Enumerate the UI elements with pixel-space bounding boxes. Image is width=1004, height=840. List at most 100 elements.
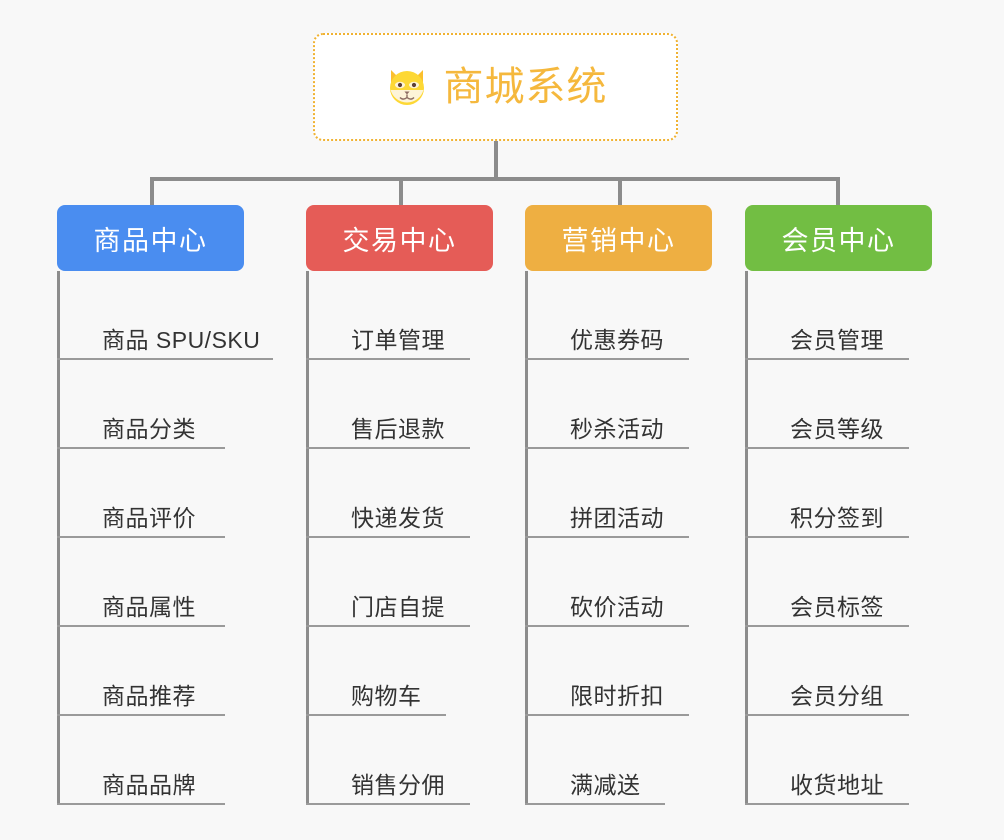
leaf-label: 优惠券码: [570, 327, 664, 354]
leaf-item[interactable]: 购物车: [306, 627, 493, 716]
leaf-underline: [57, 447, 225, 449]
leaf-item[interactable]: 优惠券码: [525, 271, 712, 360]
leaf-underline: [525, 447, 689, 449]
leaf-underline: [57, 803, 225, 805]
leaf-item[interactable]: 商品分类: [57, 360, 244, 449]
leaf-underline: [525, 536, 689, 538]
leaf-underline: [745, 358, 909, 360]
leaf-item[interactable]: 商品评价: [57, 449, 244, 538]
leaf-label: 限时折扣: [570, 683, 664, 710]
leaf-underline: [745, 714, 909, 716]
leaf-label: 门店自提: [351, 594, 445, 621]
branch-header-2[interactable]: 交易中心: [306, 205, 493, 271]
branch-column-4: 会员中心 会员管理 会员等级 积分签到 会员标签 会员分组: [745, 205, 932, 805]
connector-drop-3: [618, 177, 622, 205]
leaf-label: 订单管理: [351, 327, 445, 354]
leaf-label: 砍价活动: [570, 594, 664, 621]
root-node[interactable]: 商城系统: [313, 33, 678, 141]
leaf-label: 销售分佣: [351, 772, 445, 799]
leaf-underline: [57, 714, 225, 716]
leaf-underline: [306, 536, 470, 538]
leaf-underline: [745, 447, 909, 449]
leaf-item[interactable]: 商品品牌: [57, 716, 244, 805]
leaf-underline: [306, 625, 470, 627]
branch-header-1[interactable]: 商品中心: [57, 205, 244, 271]
leaf-label: 商品属性: [102, 594, 196, 621]
leaf-item[interactable]: 商品推荐: [57, 627, 244, 716]
leaf-label: 商品评价: [102, 505, 196, 532]
leaf-underline: [57, 536, 225, 538]
leaf-label: 售后退款: [351, 416, 445, 443]
leaf-item[interactable]: 售后退款: [306, 360, 493, 449]
branch-spine-1: [57, 271, 60, 805]
leaf-label: 会员等级: [790, 416, 884, 443]
leaf-underline: [745, 536, 909, 538]
leaf-label: 秒杀活动: [570, 416, 664, 443]
leaf-item[interactable]: 限时折扣: [525, 627, 712, 716]
branch-header-4[interactable]: 会员中心: [745, 205, 932, 271]
leaf-underline: [306, 714, 446, 716]
leaf-label: 快递发货: [351, 505, 445, 532]
branch-body-3: 优惠券码 秒杀活动 拼团活动 砍价活动 限时折扣 满减送: [525, 271, 712, 805]
branch-header-label-2: 交易中心: [342, 225, 457, 256]
branch-body-4: 会员管理 会员等级 积分签到 会员标签 会员分组 收货地址: [745, 271, 932, 805]
branch-column-2: 交易中心 订单管理 售后退款 快递发货 门店自提 购物车: [306, 205, 493, 805]
branch-body-2: 订单管理 售后退款 快递发货 门店自提 购物车 销售分佣: [306, 271, 493, 805]
leaf-item[interactable]: 秒杀活动: [525, 360, 712, 449]
leaf-label: 满减送: [570, 772, 641, 799]
leaf-underline: [745, 803, 909, 805]
branch-header-label-3: 营销中心: [561, 225, 676, 256]
leaf-underline: [745, 625, 909, 627]
leaf-item[interactable]: 会员分组: [745, 627, 932, 716]
leaf-underline: [57, 358, 273, 360]
leaf-label: 收货地址: [790, 772, 884, 799]
leaf-item[interactable]: 商品属性: [57, 538, 244, 627]
root-title: 商城系统: [443, 65, 608, 109]
leaf-item[interactable]: 积分签到: [745, 449, 932, 538]
leaf-item[interactable]: 砍价活动: [525, 538, 712, 627]
leaf-label: 积分签到: [790, 505, 884, 532]
leaf-label: 购物车: [351, 683, 422, 710]
leaf-item[interactable]: 订单管理: [306, 271, 493, 360]
leaf-label: 商品 SPU/SKU: [102, 327, 261, 354]
leaf-item[interactable]: 会员等级: [745, 360, 932, 449]
leaf-underline: [57, 625, 225, 627]
leaf-item[interactable]: 门店自提: [306, 538, 493, 627]
branch-header-label-1: 商品中心: [93, 225, 208, 256]
leaf-item[interactable]: 拼团活动: [525, 449, 712, 538]
leaf-underline: [525, 625, 689, 627]
shiba-dog-face-icon: [384, 64, 430, 110]
leaf-underline: [306, 803, 470, 805]
connector-horizontal-trunk: [150, 177, 840, 181]
branch-spine-4: [745, 271, 748, 805]
connector-drop-4: [836, 177, 840, 205]
leaf-underline: [306, 358, 470, 360]
branch-spine-2: [306, 271, 309, 805]
leaf-underline: [525, 803, 665, 805]
leaf-item[interactable]: 会员标签: [745, 538, 932, 627]
leaf-label: 商品推荐: [102, 683, 196, 710]
branch-header-3[interactable]: 营销中心: [525, 205, 712, 271]
leaf-item[interactable]: 销售分佣: [306, 716, 493, 805]
leaf-item[interactable]: 会员管理: [745, 271, 932, 360]
branch-header-label-4: 会员中心: [781, 225, 896, 256]
branch-spine-3: [525, 271, 528, 805]
leaf-label: 拼团活动: [570, 505, 664, 532]
leaf-label: 会员标签: [790, 594, 884, 621]
leaf-item[interactable]: 收货地址: [745, 716, 932, 805]
leaf-label: 商品品牌: [102, 772, 196, 799]
connector-root-vertical: [494, 141, 498, 180]
leaf-item[interactable]: 快递发货: [306, 449, 493, 538]
connector-drop-1: [150, 177, 154, 205]
leaf-label: 会员管理: [790, 327, 884, 354]
leaf-label: 会员分组: [790, 683, 884, 710]
leaf-item[interactable]: 满减送: [525, 716, 712, 805]
branch-column-1: 商品中心 商品 SPU/SKU 商品分类 商品评价 商品属性 商品推荐: [57, 205, 273, 805]
branch-column-3: 营销中心 优惠券码 秒杀活动 拼团活动 砍价活动 限时折扣: [525, 205, 712, 805]
leaf-item[interactable]: 商品 SPU/SKU: [57, 271, 273, 360]
leaf-underline: [306, 447, 470, 449]
leaf-underline: [525, 358, 689, 360]
leaf-label: 商品分类: [102, 416, 196, 443]
leaf-underline: [525, 714, 689, 716]
